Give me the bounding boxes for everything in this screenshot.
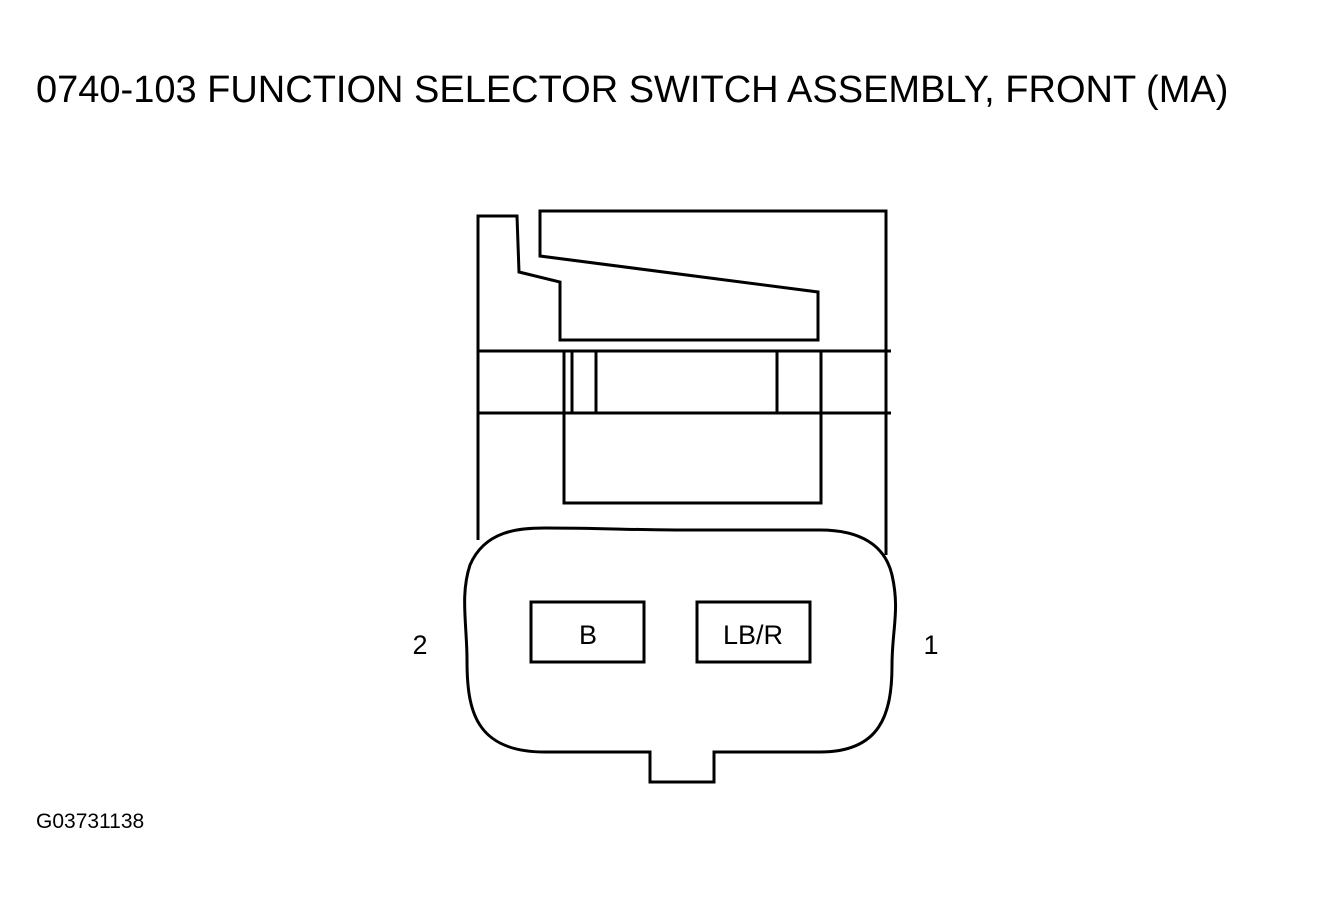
pin-2-cavity bbox=[529, 600, 646, 664]
diagram-title: 0740-103 FUNCTION SELECTOR SWITCH ASSEMB… bbox=[36, 69, 1229, 111]
left-latch-tab bbox=[562, 351, 823, 505]
pin-2-number: 2 bbox=[412, 630, 427, 660]
right-latch-inner bbox=[775, 351, 821, 415]
connector-housing-outline bbox=[476, 209, 888, 555]
pin-1-number: 1 bbox=[923, 630, 938, 660]
pin-2-wire-color: B bbox=[579, 620, 597, 650]
pin-1-wire-color: LB/R bbox=[723, 620, 783, 650]
left-latch-inner bbox=[570, 351, 598, 415]
figure-id: G03731138 bbox=[36, 810, 145, 833]
connector-face bbox=[463, 526, 898, 784]
pin-1-cavity bbox=[695, 600, 812, 664]
